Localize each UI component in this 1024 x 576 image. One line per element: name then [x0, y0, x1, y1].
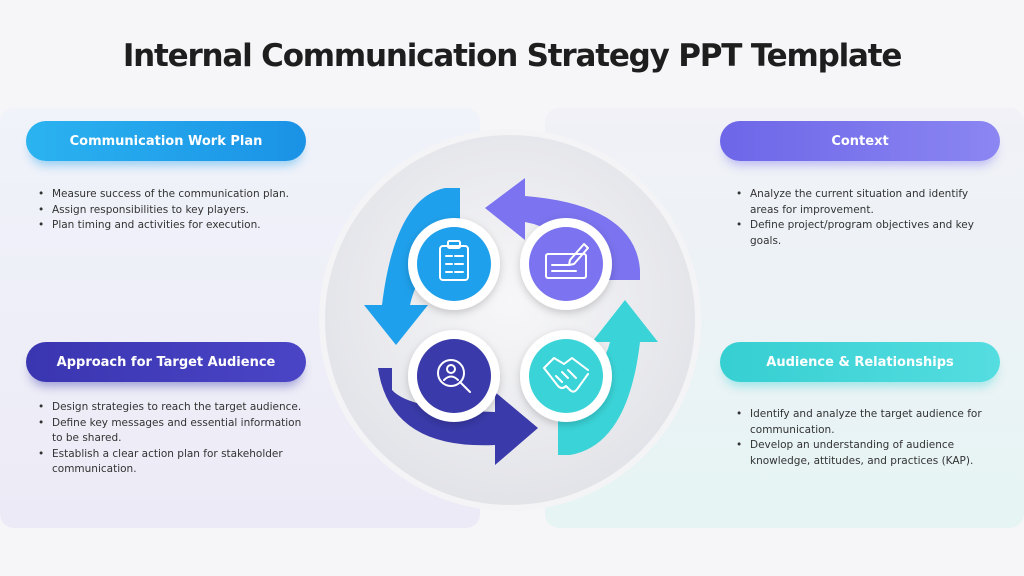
list-item: Measure success of the communication pla…	[36, 187, 306, 203]
list-item: Establish a clear action plan for stakeh…	[36, 447, 314, 478]
audience-relationships-list: Identify and analyze the target audience…	[734, 407, 984, 469]
list-item: Plan timing and activities for execution…	[36, 218, 306, 234]
context-list: Analyze the current situation and identi…	[734, 187, 984, 249]
communication-work-plan-heading: Communication Work Plan	[26, 121, 306, 161]
list-item: Analyze the current situation and identi…	[734, 187, 984, 218]
contract-pen-icon	[545, 243, 589, 279]
list-item: Define key messages and essential inform…	[36, 416, 314, 447]
contract-pen-icon-circle	[520, 218, 612, 310]
list-item: Define project/program objectives and ke…	[734, 218, 984, 249]
clipboard-icon	[439, 240, 469, 281]
user-search-icon-circle	[408, 330, 500, 422]
list-item: Design strategies to reach the target au…	[36, 400, 314, 416]
user-search-icon	[437, 359, 471, 393]
list-item: Assign responsibilities to key players.	[36, 203, 306, 219]
communication-work-plan-list: Measure success of the communication pla…	[36, 187, 306, 234]
clipboard-icon-circle	[408, 218, 500, 310]
audience-relationships-heading: Audience & Relationships	[720, 342, 1000, 382]
approach-list: Design strategies to reach the target au…	[36, 400, 314, 478]
list-item: Identify and analyze the target audience…	[734, 407, 984, 438]
context-heading: Context	[720, 121, 1000, 161]
page-title: Internal Communication Strategy PPT Temp…	[122, 38, 903, 74]
handshake-icon-circle	[520, 330, 612, 422]
cycle-diagram	[319, 129, 701, 511]
approach-heading: Approach for Target Audience	[26, 342, 306, 382]
handshake-icon	[543, 357, 589, 393]
list-item: Develop an understanding of audience kno…	[734, 438, 984, 469]
